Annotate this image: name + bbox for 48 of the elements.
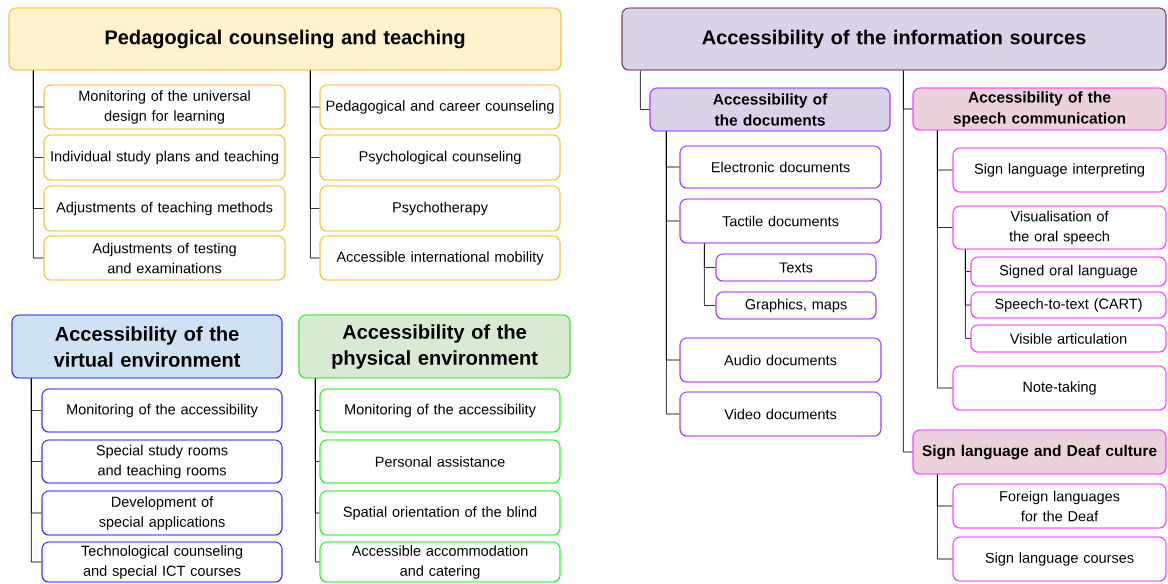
item-box: Texts xyxy=(715,253,877,282)
item-box: Special study rooms and teaching rooms xyxy=(41,439,283,484)
connector-line xyxy=(33,70,44,259)
item-box: Signed oral language xyxy=(970,256,1167,287)
header-box: Pedagogical counseling and teaching xyxy=(8,7,562,71)
item-box: Electronic documents xyxy=(679,145,882,189)
header-box: Accessibility of the information sources xyxy=(621,7,1167,71)
subheader-box: Accessibility of the speech communication xyxy=(912,87,1167,131)
item-box: Sign language interpreting xyxy=(952,147,1167,193)
connector-line xyxy=(315,378,320,563)
item-box: Sign language courses xyxy=(952,536,1167,582)
item-box: Tactile documents xyxy=(679,198,882,244)
item-box: Note-taking xyxy=(952,365,1167,411)
connector-line xyxy=(965,249,971,339)
item-box: Accessible accommodation and catering xyxy=(319,541,561,583)
connector-line xyxy=(640,70,650,110)
item-box: Visualisation of the oral speech xyxy=(952,205,1167,250)
connector-line xyxy=(666,131,680,415)
connector-line xyxy=(310,70,320,259)
item-box: Technological counseling and special ICT courses xyxy=(41,541,283,583)
header-box: Accessibility of the physical environment xyxy=(298,314,571,379)
item-box: Graphics, maps xyxy=(715,291,877,320)
item-box: Adjustments of teaching methods xyxy=(43,185,286,232)
item-box: Monitoring of the accessibility xyxy=(41,388,283,433)
item-box: Psychotherapy xyxy=(319,185,561,232)
item-box: Video documents xyxy=(679,391,882,437)
subheader-box: Accessibility of the documents xyxy=(649,87,891,132)
item-box: Speech-to-text (CART) xyxy=(970,291,1167,319)
item-box: Accessible international mobility xyxy=(319,235,561,281)
item-box: Monitoring of the accessibility xyxy=(319,388,561,433)
connector-line xyxy=(937,130,953,389)
item-box: Adjustments of testing and examinations xyxy=(43,235,286,281)
item-box: Spatial orientation of the blind xyxy=(319,490,561,536)
item-box: Personal assistance xyxy=(319,439,561,484)
item-box: Individual study plans and teaching xyxy=(43,134,286,181)
item-box: Visible articulation xyxy=(970,324,1167,353)
header-box: Accessibility of the virtual environment xyxy=(11,314,283,379)
connector-line xyxy=(903,70,913,453)
connector-line xyxy=(31,378,42,563)
item-box: Audio documents xyxy=(679,337,882,383)
connector-line xyxy=(937,474,953,560)
subheader-box: Sign language and Deaf culture xyxy=(912,429,1167,475)
item-box: Monitoring of the universal design for learning xyxy=(43,84,286,130)
item-box: Foreign languages for the Deaf xyxy=(952,483,1167,529)
connector-line xyxy=(704,243,716,306)
item-box: Development of special applications xyxy=(41,490,283,536)
item-box: Pedagogical and career counseling xyxy=(319,84,561,130)
item-box: Psychological counseling xyxy=(319,134,561,181)
